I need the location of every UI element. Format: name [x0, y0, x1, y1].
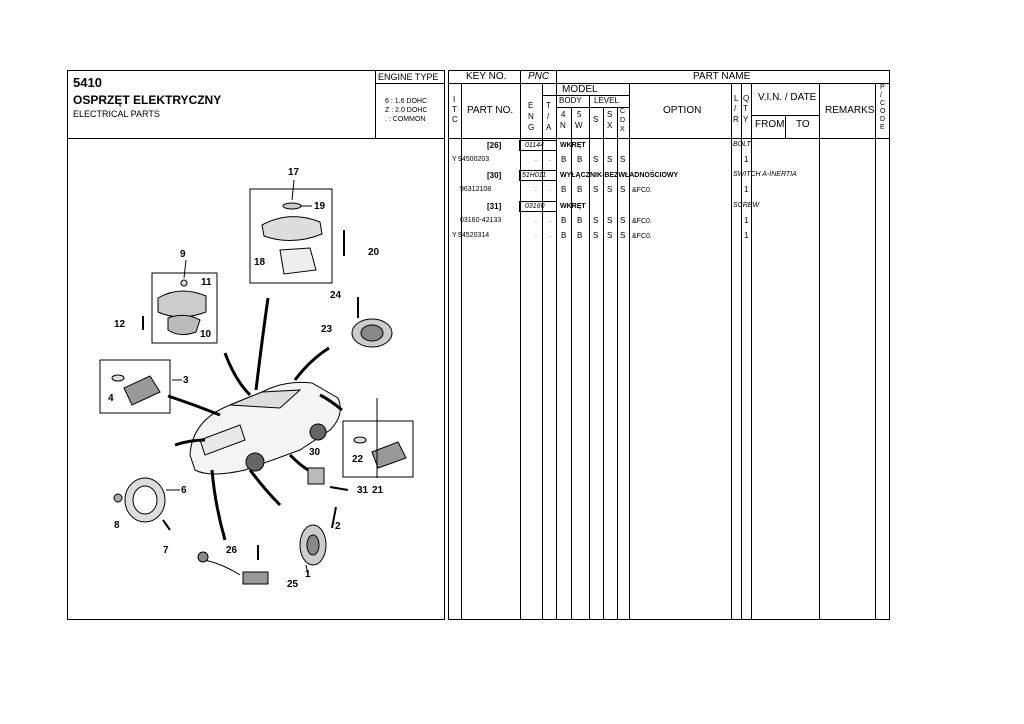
callout-30: 30 — [309, 447, 321, 458]
engine-type-label: ENGINE TYPE — [378, 72, 439, 82]
section-title-pl: OSPRZĘT ELEKTRYCZNY — [73, 93, 222, 107]
row-part-no: 94500203 — [458, 156, 490, 163]
header-part-no: PART NO. — [467, 105, 514, 116]
callout-6: 6 — [181, 485, 187, 496]
callout-4: 4 — [108, 393, 114, 404]
callout-24: 24 — [330, 290, 342, 301]
header-part-name: PART NAME — [693, 71, 751, 82]
table-header-bottom — [448, 138, 890, 139]
callout-9: 9 — [180, 249, 186, 260]
left-panel — [67, 70, 445, 620]
callout-25: 25 — [287, 579, 299, 590]
row-name-en: SWITCH A-INERTIA — [733, 171, 797, 178]
callout-22: 22 — [352, 454, 364, 465]
row-name-pl: WYŁĄCZNIK-BEZWŁADNOŚCIOWY — [560, 172, 679, 179]
header-remarks: REMARKS — [825, 105, 875, 116]
callout-23: 23 — [321, 324, 333, 335]
callout-18: 18 — [254, 257, 266, 268]
row-part-no: 94520314 — [458, 232, 490, 239]
engine-line-3: . : COMMON — [385, 116, 426, 123]
callout-20: 20 — [368, 247, 380, 258]
row-name-pl: WKRĘT — [560, 142, 586, 149]
section-title-en: ELECTRICAL PARTS — [73, 109, 160, 119]
row-name-en: BOLT — [733, 141, 751, 148]
header-key-no: KEY NO. — [466, 71, 507, 82]
row-part-no: 96312108 — [460, 186, 492, 193]
callout-8: 8 — [114, 520, 120, 531]
pnc-box — [519, 170, 557, 181]
row-key: [30] — [487, 171, 502, 180]
row-key: [26] — [487, 141, 502, 150]
callout-31: 31 — [357, 485, 369, 496]
left-header-divider — [67, 138, 445, 139]
header-to: TO — [796, 119, 810, 130]
row-pnc: 03160 — [525, 203, 545, 210]
row-name-en: SCREW — [733, 202, 760, 209]
engine-line-2: Z : 2.0 DOHC — [385, 107, 428, 114]
row-key: [31] — [487, 202, 502, 211]
callout-2: 2 — [335, 521, 341, 532]
callout-10: 10 — [200, 329, 212, 340]
row-name-pl: WKRĘT — [560, 203, 586, 210]
parts-table — [448, 70, 890, 620]
section-code: 5410 — [73, 75, 102, 90]
callout-21: 21 — [372, 485, 384, 496]
header-from: FROM — [755, 119, 785, 130]
callout-12: 12 — [114, 319, 126, 330]
callout-7: 7 — [163, 545, 169, 556]
engine-line-1: 6 : 1.6 DOHC — [385, 98, 428, 105]
callout-1: 1 — [305, 569, 311, 580]
header-pnc: PNC — [528, 71, 550, 82]
row-pnc: 01144 — [525, 142, 544, 149]
callout-26: 26 — [226, 545, 238, 556]
header-level: LEVEL — [594, 96, 619, 105]
row-part-no: 03160-42133 — [460, 217, 502, 224]
callout-11: 11 — [201, 277, 212, 288]
engine-type-divider — [375, 70, 376, 138]
row-pnc: 51H011 — [522, 172, 547, 179]
pnc-box — [519, 140, 557, 151]
callout-17: 17 — [288, 167, 300, 178]
header-vin-date: V.I.N. / DATE — [758, 92, 817, 103]
pnc-box — [519, 201, 557, 212]
header-option: OPTION — [663, 105, 702, 116]
header-model: MODEL — [562, 84, 598, 95]
callout-3: 3 — [183, 375, 189, 386]
callout-19: 19 — [314, 201, 326, 212]
header-body: BODY — [559, 96, 582, 105]
